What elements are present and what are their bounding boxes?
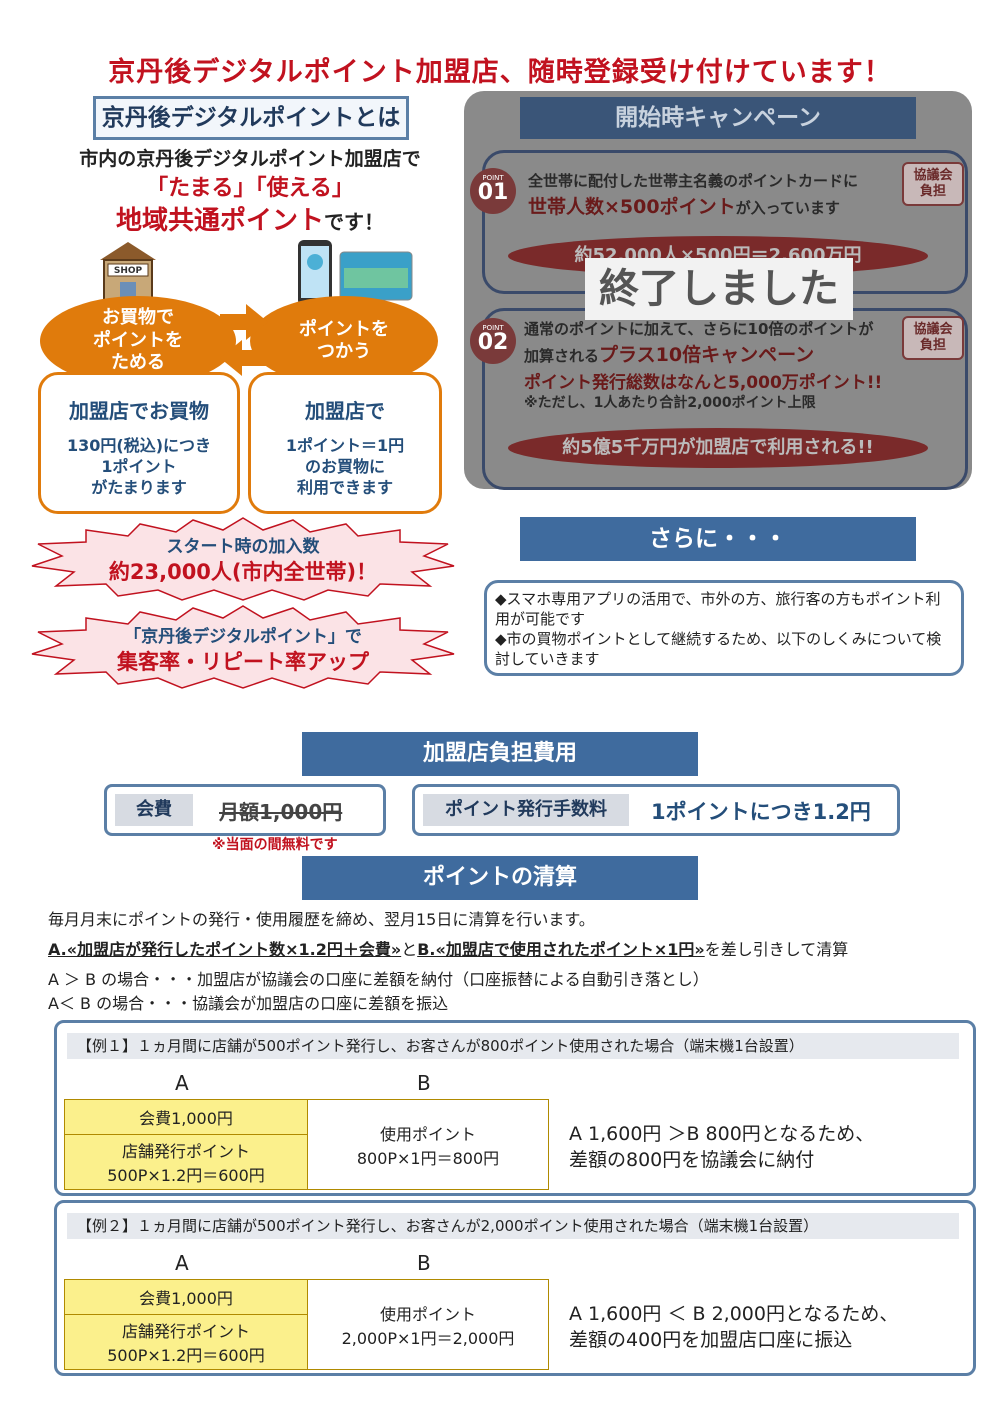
point1-text1: 全世帯に配付した世帯主名義のポイントカードに — [528, 172, 859, 190]
shop-icon: SHOP — [100, 242, 156, 301]
about-line3-em: 地域共通ポイント — [115, 206, 324, 236]
fees-heading: 加盟店負担費用 — [302, 732, 698, 776]
earn-box-title: 加盟店でお買物 — [69, 399, 209, 423]
further-box: ◆スマホ専用アプリの活用で、市外の方、旅行客の方もポイント利用が可能です ◆市の… — [484, 580, 964, 676]
point1-badge-num: 01 — [477, 180, 509, 205]
example1-fee-cell: 会費1,000円 — [64, 1099, 308, 1135]
example1-head: 【例１】１ヵ月間に店舗が500ポイント発行し、お客さんが800ポイント使用された… — [67, 1033, 959, 1059]
example1-col-a: A — [175, 1071, 189, 1095]
example2-col-b: B — [417, 1251, 431, 1275]
example1-result1: A 1,600円 ＞B 800円となるため、 — [569, 1123, 875, 1145]
example2-issue-cell: 店舗発行ポイント 500P×1.2円＝600円 — [64, 1314, 308, 1370]
issue-fee-box: ポイント発行手数料 1ポイントにつき1.2円 — [412, 784, 900, 836]
settlement-b: B.«加盟店で使用されたポイント×1円» — [417, 940, 705, 959]
further-heading: さらに・・・ — [520, 517, 916, 561]
member-fee-note: ※当面の間無料です — [212, 837, 338, 853]
settlement-line3: A ＞ B の場合・・・加盟店が協議会の口座に差額を納付（口座振替による自動引き… — [48, 970, 709, 989]
use-points-oval: ポイントを つかう — [250, 296, 438, 386]
member-fee-box: 会費 月額1,000円 — [104, 784, 386, 836]
phone-card-icon — [298, 240, 413, 306]
earn-box: 加盟店でお買物 130円(税込)につき 1ポイント がたまります — [38, 372, 240, 514]
example1-table: 会費1,000円 使用ポイント 800P×1円＝800円 店舗発行ポイント 50… — [64, 1099, 549, 1190]
shop-sign: SHOP — [114, 266, 143, 276]
settlement-mid: と — [401, 940, 418, 959]
campaign-heading: 開始時キャンペーン — [520, 97, 916, 139]
point2-text1: 通常のポイントに加えて、さらに10倍のポイントが — [524, 320, 874, 338]
point1-futan-badge: 協議会 負担 — [902, 162, 964, 206]
example1-col-b: B — [417, 1071, 431, 1095]
issue-fee-tag: ポイント発行手数料 — [423, 794, 629, 826]
about-line3-tail: です！ — [324, 210, 384, 234]
earn-box-body: 130円(税込)につき 1ポイント がたまります — [66, 436, 212, 497]
example1-box: 【例１】１ヵ月間に店舗が500ポイント発行し、お客さんが800ポイント使用された… — [54, 1020, 976, 1196]
campaign-ended-label: 終了しました — [585, 258, 853, 320]
point1-badge: POINT 01 — [470, 168, 516, 214]
example1-result2: 差額の800円を協議会に納付 — [569, 1149, 815, 1171]
about-heading: 京丹後デジタルポイントとは — [93, 96, 409, 140]
example2-use-cell: 使用ポイント 2,000P×1円＝2,000円 — [307, 1279, 549, 1370]
settlement-tail: を差し引きして清算 — [704, 940, 849, 959]
further-line2: ◆市の買物ポイントとして継続するため、以下のしくみについて検討していきます — [495, 630, 942, 668]
use-box-title: 加盟店で — [305, 399, 385, 423]
point1-text2-tail: が入っています — [735, 199, 840, 217]
point2-badge-num: 02 — [477, 330, 509, 355]
burst2-line2: 集客率・リピート率アップ — [117, 650, 369, 674]
point2-text2: 加算されるプラス10倍キャンペーン — [524, 340, 814, 367]
issue-fee-value: 1ポイントにつき1.2円 — [651, 800, 871, 824]
earn-points-oval: お買物で ポイントを ためる — [40, 296, 236, 386]
burst-shape — [31, 517, 455, 601]
settlement-line1: 毎月月末にポイントの発行・使用履歴を締め、翌月15日に清算を行います。 — [48, 910, 595, 929]
settlement-a: A.«加盟店が発行したポイント数×1.2円＋会費» — [48, 940, 402, 959]
example1-use-cell: 使用ポイント 800P×1円＝800円 — [307, 1099, 549, 1190]
about-line1: 市内の京丹後デジタルポイント加盟店で — [79, 148, 421, 170]
settlement-heading: ポイントの清算 — [302, 856, 698, 900]
burst1-line2: 約23,000人(市内全世帯)！ — [108, 560, 378, 584]
example1-issue-cell: 店舗発行ポイント 500P×1.2円＝600円 — [64, 1134, 308, 1190]
point2-oval: 約5億5千万円が加盟店で利用される!! — [508, 428, 928, 468]
burst2-line1: 「京丹後デジタルポイント」で — [124, 627, 362, 647]
point2-futan-badge: 協議会 負担 — [902, 316, 964, 360]
burst1-line1: スタート時の加入数 — [166, 537, 320, 557]
about-line3: 地域共通ポイントです！ — [40, 200, 460, 237]
settlement-line2: A.«加盟店が発行したポイント数×1.2円＋会費»とB.«加盟店で使用されたポイ… — [48, 936, 848, 960]
point2-text3: ポイント発行総数はなんと5,000万ポイント!! — [524, 373, 883, 393]
point1-text2-em: 世帯人数×500ポイント — [528, 196, 736, 218]
settlement-line4: A＜ B の場合・・・協議会が加盟店の口座に差額を振込 — [48, 994, 449, 1013]
point2-badge: POINT 02 — [470, 318, 516, 364]
use-box: 加盟店で 1ポイント＝1円 のお買物に 利用できます — [248, 372, 442, 514]
point1-badge-label: POINT — [482, 174, 504, 182]
further-line1: ◆スマホ専用アプリの活用で、市外の方、旅行客の方もポイント利用が可能です — [495, 590, 941, 628]
example2-col-a: A — [175, 1251, 189, 1275]
example2-head: 【例２】１ヵ月間に店舗が500ポイント発行し、お客さんが2,000ポイント使用さ… — [67, 1213, 959, 1239]
point1-oval: 約52,000人×500円＝2,600万円 — [508, 236, 928, 276]
page-title: 京丹後デジタルポイント加盟店、随時登録受け付けています！ — [108, 57, 892, 88]
example2-result1: A 1,600円 ＜ B 2,000円となるため、 — [569, 1303, 899, 1325]
use-box-body: 1ポイント＝1円 のお買物に 利用できます — [285, 436, 405, 497]
point2-text2-em: プラス10倍キャンペーン — [599, 344, 815, 366]
burst-shape-2 — [31, 605, 455, 689]
point1-text2: 世帯人数×500ポイントが入っています — [528, 192, 840, 219]
example2-box: 【例２】１ヵ月間に店舗が500ポイント発行し、お客さんが2,000ポイント使用さ… — [54, 1200, 976, 1376]
example2-fee-cell: 会費1,000円 — [64, 1279, 308, 1315]
member-fee-tag: 会費 — [115, 794, 193, 826]
member-fee-value: 月額1,000円 — [219, 800, 343, 824]
point2-badge-label: POINT — [482, 324, 504, 332]
exchange-arrows-icon — [220, 304, 268, 376]
about-line2: 「たまる」「使える」 — [146, 176, 354, 201]
example2-table: 会費1,000円 使用ポイント 2,000P×1円＝2,000円 店舗発行ポイン… — [64, 1279, 549, 1370]
point2-text2-head: 加算される — [524, 347, 600, 365]
point2-text4: ※ただし、1人あたり合計2,000ポイント上限 — [524, 395, 816, 411]
example2-result2: 差額の400円を加盟店口座に振込 — [569, 1329, 853, 1351]
